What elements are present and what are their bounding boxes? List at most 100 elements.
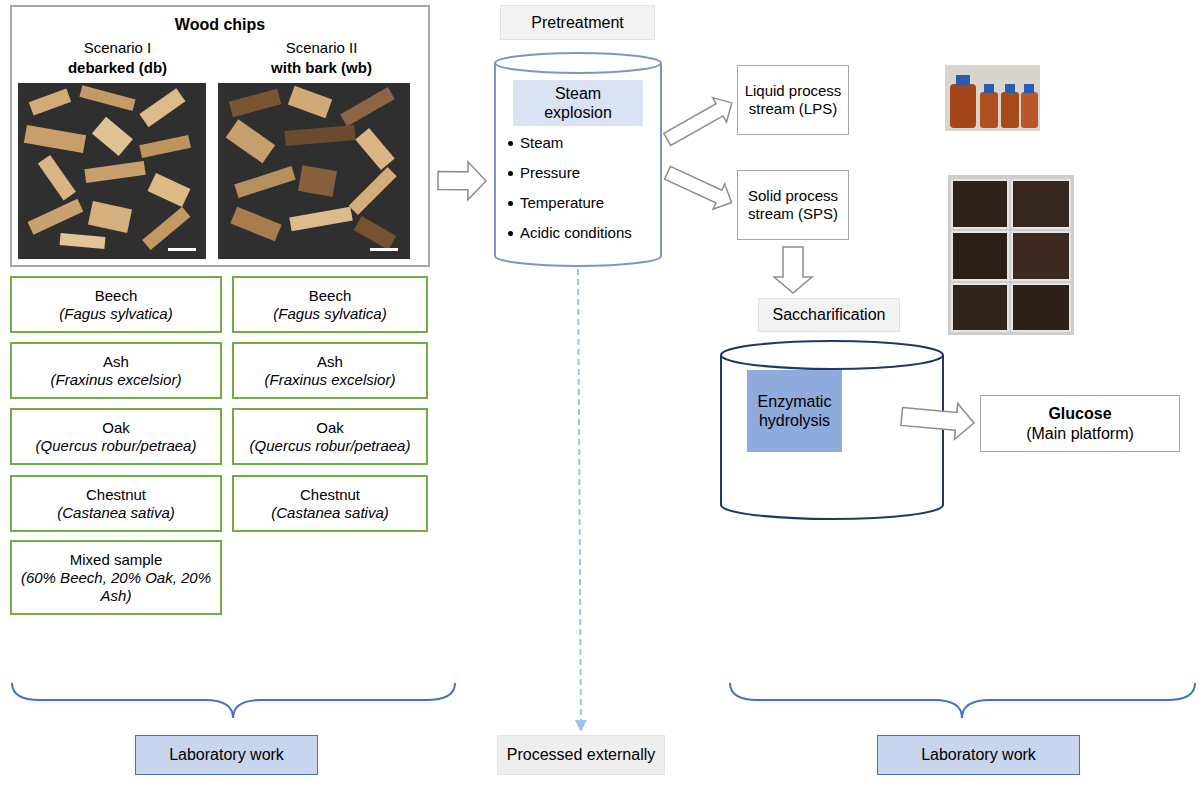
node-text: (Quercus robur/petraea) [250,437,411,455]
dashed-line [578,269,581,720]
group-brace [12,683,1195,718]
node-text: Enzymatic hydrolysis [753,392,836,430]
arrow-head [575,720,587,732]
node-text: (Quercus robur/petraea) [36,437,197,455]
bullet-dot [508,171,513,176]
lps-bottles-photo [1001,92,1019,128]
debarked-chips-photo [84,161,145,183]
node-text: debarked (db) [20,59,215,77]
sps-bags-photo [948,175,1074,335]
debarked-chips-photo [18,83,206,259]
bullet-dot [508,201,513,206]
bark-chips-photo [354,216,397,250]
block-arrow [665,166,732,209]
sps-bags-photo [952,284,1008,331]
cylinder-body [495,63,661,266]
debarked-chips-photo [148,173,191,207]
block-arrow [774,247,812,293]
lps-bottles-photo [1021,92,1038,128]
node-text: Laboratory work [169,745,284,764]
node-text: Steam [520,134,563,152]
debarked-chips-photo [28,199,84,235]
bark-chips-photo [355,128,395,170]
node-text: Beech [309,287,352,305]
location-box: Laboratory work [135,735,318,775]
step-label: Pretreatment [500,5,655,40]
node-text: Beech [95,287,138,305]
bullet-dot [508,231,513,236]
node-text: (Fraxinus excelsior) [51,371,182,389]
lps-bottles-photo [984,84,994,93]
lps-bottles-photo [945,65,1040,131]
node-text: Glucose [1048,404,1111,423]
debarked-chips-photo [60,233,106,249]
node-text: Oak [102,419,130,437]
bark-chips-photo [218,83,410,259]
species-box: Ash(Fraxinus excelsior) [232,342,428,399]
source-box: Wood chipsScenario I debarked (db) Scenari… [10,5,430,267]
node-text: Saccharification [773,305,886,324]
lps-bottles-photo [956,75,970,85]
node-text: Wood chips [12,15,428,34]
node-text: Pressure [520,164,580,182]
location-box: Laboratory work [877,735,1080,775]
step-label: Saccharification [758,298,900,332]
stream-box: Liquid process stream (LPS) [737,65,849,135]
lps-bottles-photo [945,65,1040,131]
debarked-chips-photo [92,117,133,156]
node-text: Mixed sample [70,551,163,569]
lps-bottles-photo [1005,84,1015,93]
node-text: (Castanea sativa) [57,504,175,522]
dashed-arrow [575,269,587,732]
sps-bags-photo [1012,232,1070,280]
species-box: Ash(Fraxinus excelsior) [10,342,222,399]
group-brace [730,683,1195,718]
sps-bags-photo [952,232,1008,280]
stream-box: Solid process stream (SPS) [737,170,849,240]
cylinder-top [495,53,661,73]
node-text: (Castanea sativa) [271,504,389,522]
species-box: Chestnut(Castanea sativa) [232,475,428,532]
species-box: Beech(Fagus sylvatica) [232,276,428,333]
species-box: Mixed sample(60% Beech, 20% Oak, 20% Ash… [10,540,222,615]
bark-chips-photo [289,207,352,232]
debarked-chips-photo [79,85,135,111]
product-box: Glucose(Main platform) [980,395,1180,452]
block-arrow [901,403,974,439]
node-text: (Main platform) [1026,424,1134,443]
debarked-chips-photo [18,83,206,259]
process-box: Enzymatic hydrolysis [747,370,842,452]
species-box: Chestnut(Castanea sativa) [10,475,222,532]
debarked-chips-photo [88,201,132,233]
node-text: Scenario I [20,39,215,57]
node-text: Pretreatment [531,13,623,32]
node-text: Steam explosion [519,84,637,122]
node-text: (Fagus sylvatica) [59,305,172,323]
node-text: Processed externally [507,745,656,764]
debarked-chips-photo [142,207,190,250]
group-brace [12,683,455,718]
bark-chips-photo [370,248,398,251]
node-text: Scenario II [224,39,419,57]
node-text: Liquid process stream (LPS) [744,82,842,118]
bark-chips-photo [229,89,281,117]
debarked-chips-photo [139,135,191,158]
reactor-cylinder: SteamPressureTemperatureAcidic condition… [494,52,662,267]
sps-bags-photo [952,180,1008,228]
node-text: (Fagus sylvatica) [273,305,386,323]
debarked-chips-photo [29,89,71,116]
debarked-chips-photo [24,125,86,153]
bark-chips-photo [234,166,295,198]
lps-bottles-photo [1024,84,1034,93]
bark-chips-photo [218,83,410,259]
node-text: Chestnut [86,486,146,504]
location-box: Processed externally [497,735,665,775]
bark-chips-photo [298,165,337,197]
saccharification-cylinder [721,341,943,369]
lps-bottles-photo [950,84,976,128]
species-box: Oak(Quercus robur/petraea) [10,408,222,465]
node-text: Chestnut [300,486,360,504]
node-text: Oak [316,419,344,437]
species-box: Oak(Quercus robur/petraea) [232,408,428,465]
